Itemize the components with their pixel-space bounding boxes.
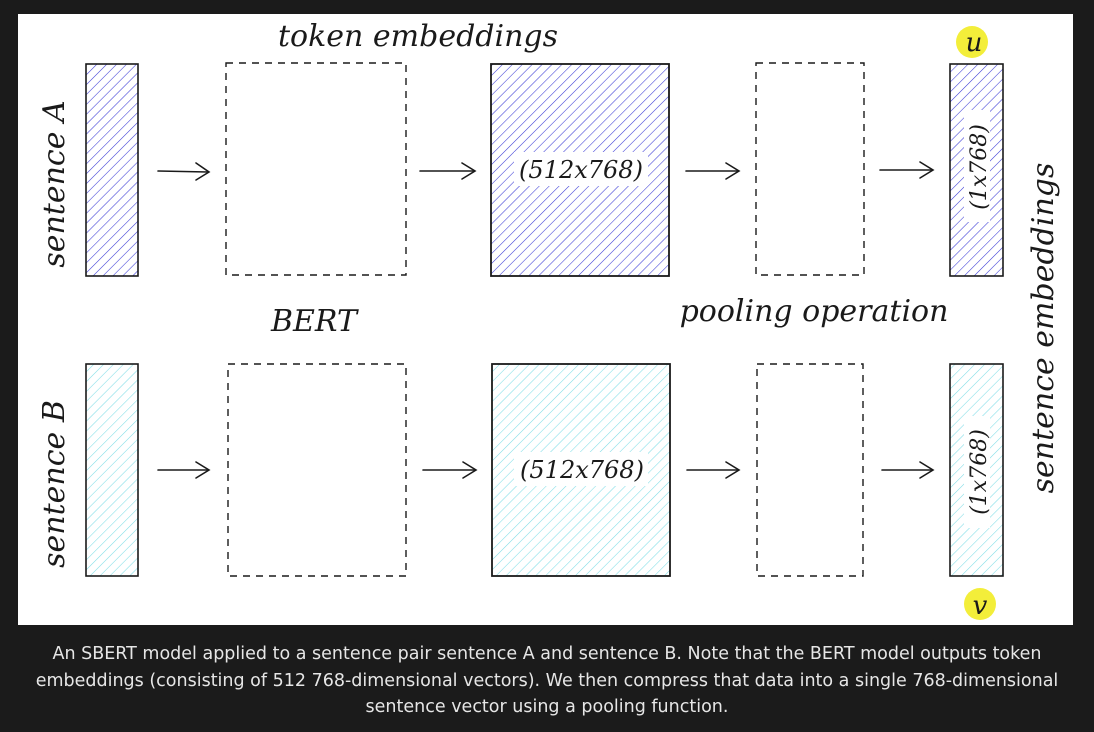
token-dims-a: (512x768): [519, 156, 643, 184]
sentence-dims-a-bg: [964, 110, 990, 222]
sentence-embeddings-label: sentence embeddings: [1026, 163, 1061, 494]
pooling-box-a: [755, 62, 865, 276]
diagram-panel: token embeddings u v sentence A sentence…: [18, 14, 1073, 625]
sbert-diagram: token embeddings u v sentence A sentence…: [37, 19, 1061, 621]
pooling-operation-label: pooling operation: [680, 294, 949, 329]
sentence-b-label: sentence B: [37, 400, 72, 568]
arrow-icon: [686, 461, 741, 479]
u-highlight: [956, 26, 988, 58]
pooling-box-b: [756, 363, 864, 577]
arrow-icon: [881, 461, 935, 479]
bert-box-a: [225, 62, 407, 276]
token-dims-b: (512x768): [520, 456, 644, 484]
sentence-dims-b-bg: [964, 416, 990, 528]
v-label: v: [973, 591, 988, 621]
bert-box-b: [227, 363, 407, 577]
bert-label: BERT: [270, 304, 359, 339]
u-label: u: [966, 28, 983, 58]
arrow-icon: [157, 461, 211, 479]
sentence-b-input-bar: [85, 363, 139, 577]
sentence-a-input-bar: [85, 63, 139, 277]
arrow-icon: [157, 162, 211, 181]
token-dims-b-bg: [514, 452, 648, 486]
token-dims-a-bg: [514, 152, 648, 186]
arrow-icon: [879, 161, 935, 179]
v-highlight: [964, 588, 996, 620]
sentence-dims-b: (1x768): [967, 429, 992, 515]
arrow-icon: [419, 162, 477, 180]
sentence-a-label: sentence A: [37, 100, 72, 267]
arrow-icon: [422, 461, 478, 479]
token-embeddings-label: token embeddings: [278, 19, 558, 54]
sentence-dims-a: (1x768): [967, 124, 992, 210]
figure-caption: An SBERT model applied to a sentence pai…: [35, 644, 1059, 717]
arrow-icon: [685, 162, 741, 180]
